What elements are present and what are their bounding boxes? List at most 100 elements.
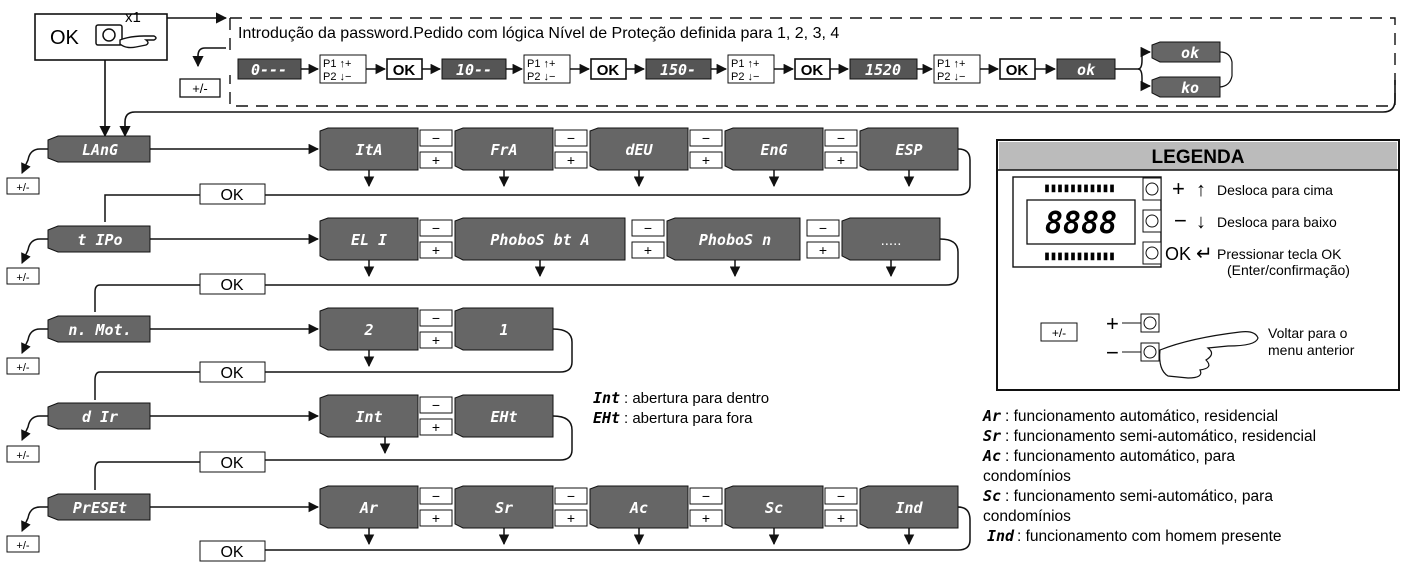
pn-code-4: Sc: [983, 487, 1001, 505]
password-back[interactable]: +/-: [179, 47, 226, 98]
legend-title: LEGENDA: [1152, 147, 1245, 168]
legend-minus: −: [1106, 340, 1119, 365]
svg-text:▮▮▮▮▮▮▮▮▮▮▮: ▮▮▮▮▮▮▮▮▮▮▮: [1044, 183, 1116, 194]
p-dn-2: P2 ↓−: [527, 71, 555, 83]
legend-text-2: Pressionar tecla OK: [1217, 246, 1342, 262]
hand-icon: [1159, 331, 1259, 379]
password-back-label: +/-: [192, 81, 208, 96]
minus-1b: −: [567, 130, 575, 146]
minus-5b: −: [567, 488, 575, 504]
row-nmot-options: 2 1 − +: [265, 307, 573, 373]
minus-1a: −: [432, 130, 440, 146]
tipo-opt-0: EL I: [351, 231, 387, 249]
legend-row-ok: OK ↵ Pressionar tecla OK (Enter/confirma…: [1165, 243, 1350, 278]
preset-opt-1: Sr: [495, 499, 513, 517]
plus-2c: +: [819, 242, 827, 258]
menu-nmot[interactable]: n. Mot.: [47, 315, 151, 343]
entry-ok-label: OK: [50, 27, 80, 49]
dir-opt-0: Int: [355, 408, 382, 426]
back-2: +/-: [16, 272, 29, 284]
x1-label: x1: [125, 9, 141, 26]
legend-arrow-2: ↵: [1196, 243, 1213, 265]
minus-2c: −: [819, 220, 827, 236]
seq-0: 0---: [251, 61, 287, 79]
pn-text-1: : funcionamento semi-automático, residen…: [1005, 428, 1316, 445]
minus-4a: −: [432, 397, 440, 413]
lang-opt-2: dEU: [625, 141, 653, 159]
pn-text-0: : funcionamento automático, residencial: [1005, 408, 1278, 425]
ok-5: OK: [220, 544, 243, 561]
p-up-1: P1 ↑+: [323, 58, 351, 70]
pn-text-4: : funcionamento semi-automático, para: [1005, 488, 1273, 505]
nmot-opt-1: 1: [499, 321, 508, 339]
back-3: +/-: [16, 362, 29, 374]
pn-code-0: Ar: [982, 407, 1001, 425]
pn-code-1: Sr: [983, 427, 1001, 445]
minus-5a: −: [432, 488, 440, 504]
plus-5c: +: [702, 510, 710, 526]
menu-preset[interactable]: PrESEt: [47, 493, 151, 521]
legend-sym-1: −: [1174, 208, 1187, 233]
menu-lang[interactable]: LAnG: [47, 135, 151, 163]
dir-notes: Int : abertura para dentro EHt : abertur…: [593, 389, 769, 427]
p-dn-4: P2 ↓−: [937, 71, 965, 83]
preset-notes: Ar : funcionamento automático, residenci…: [982, 407, 1316, 545]
tipo-opt-1: PhoboS bt A: [490, 231, 589, 249]
p-up-4: P1 ↑+: [937, 58, 965, 70]
tipo-opt-2: PhoboS n: [699, 231, 771, 249]
menu-nmot-label: n. Mot.: [68, 321, 131, 339]
camera-press-icon: [95, 24, 157, 49]
minus-1c: −: [702, 130, 710, 146]
p-dn-1: P2 ↓−: [323, 71, 351, 83]
ok-box-2: OK: [597, 62, 620, 79]
seq-2: 150-: [660, 61, 696, 79]
legend-pm: +/-: [1052, 326, 1066, 340]
minus-5c: −: [702, 488, 710, 504]
back-5: +/-: [16, 540, 29, 552]
plus-2a: +: [432, 242, 440, 258]
password-title: Introdução da password.Pedido com lógica…: [238, 25, 839, 42]
ok-3: OK: [220, 365, 243, 382]
seq-3: 1520: [865, 61, 901, 79]
plus-4a: +: [432, 419, 440, 435]
legend-row-up: + ↑ Desloca para cima: [1172, 176, 1333, 201]
dir-note-code-0: Int: [593, 389, 620, 407]
menu-tipo-label: t IPo: [77, 231, 122, 249]
row-preset-options: Ar Sr Ac Sc Ind − + − + − + − +: [265, 485, 971, 551]
ok-box-4: OK: [1006, 62, 1029, 79]
password-sequence: 0--- P1 ↑+ P2 ↓− OK 10-- P1 ↑+ P2 ↓− OK …: [237, 42, 1233, 98]
preset-opt-2: Ac: [629, 499, 648, 517]
plus-1a: +: [432, 152, 440, 168]
plus-3a: +: [432, 332, 440, 348]
menu-preset-label: PrESEt: [73, 499, 127, 517]
p-up-2: P1 ↑+: [527, 58, 555, 70]
seq-4: ok: [1077, 61, 1096, 79]
menu-dir[interactable]: d Ir: [47, 402, 151, 430]
dir-note-text-0: : abertura para dentro: [624, 390, 769, 407]
row-tipo-options: EL I PhoboS bt A PhoboS n ..... − + − + …: [265, 217, 959, 286]
plus-1c: +: [702, 152, 710, 168]
preset-opt-0: Ar: [359, 499, 378, 517]
lang-opt-0: ItA: [355, 141, 382, 159]
display-value: 8888: [1045, 206, 1117, 241]
plus-5a: +: [432, 510, 440, 526]
lang-opt-3: EnG: [760, 141, 787, 159]
p-up-3: P1 ↑+: [731, 58, 759, 70]
plus-1b: +: [567, 152, 575, 168]
minus-5d: −: [837, 488, 845, 504]
menu-dir-label: d Ir: [82, 408, 118, 426]
preset-opt-4: Ind: [895, 499, 923, 517]
legend-back: +/- + − Voltar para o menu anterior: [1040, 311, 1355, 379]
back-1: +/-: [16, 182, 29, 194]
ok-2: OK: [220, 277, 243, 294]
svg-text:▮▮▮▮▮▮▮▮▮▮▮: ▮▮▮▮▮▮▮▮▮▮▮: [1044, 251, 1116, 262]
minus-1d: −: [837, 130, 845, 146]
menu-rows: LAnG +/- ItA FrA dEU EnG ESP − + − + − +…: [6, 127, 971, 562]
legend-back-2: menu anterior: [1268, 342, 1355, 358]
row-lang-options: ItA FrA dEU EnG ESP − + − + − + − +: [265, 127, 971, 196]
preset-opt-3: Sc: [765, 499, 783, 517]
legend-sym-2: OK: [1165, 244, 1191, 264]
legend-row-down: − ↓ Desloca para baixo: [1174, 208, 1337, 233]
menu-tipo[interactable]: t IPo: [47, 225, 151, 253]
